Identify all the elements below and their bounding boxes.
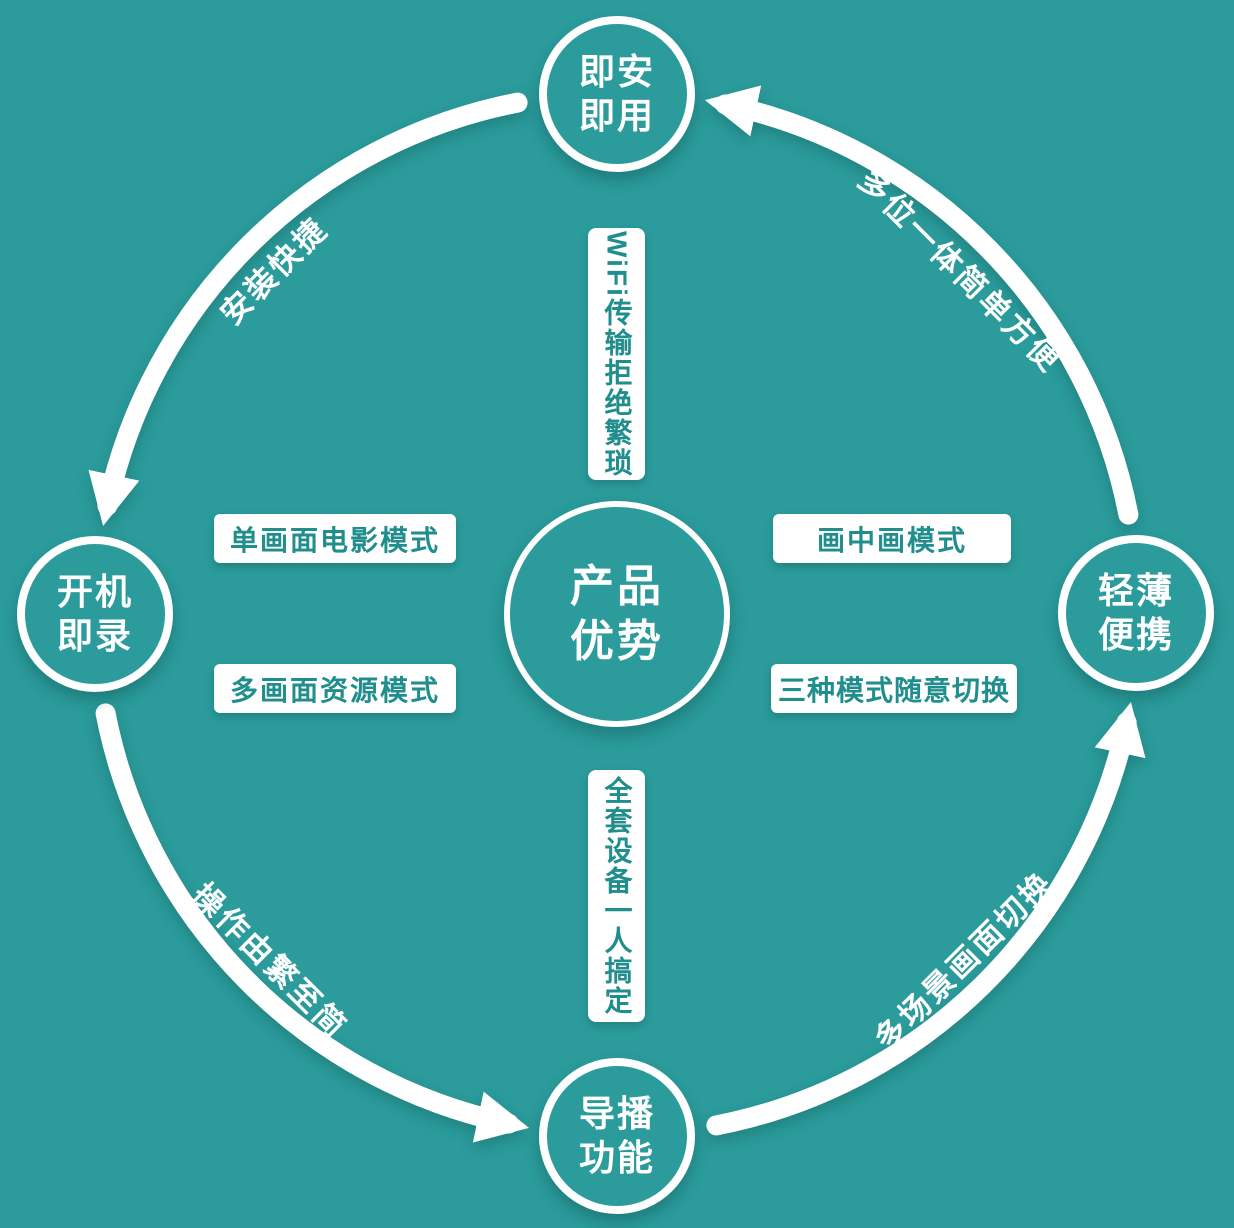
node-ready-to-use-label: 即安 即用 xyxy=(578,51,655,136)
node-directing-function-label: 导播 功能 xyxy=(578,1093,655,1178)
arc-top-to-left xyxy=(88,92,528,527)
node-record-on-boot-label: 开机 即录 xyxy=(56,571,133,656)
pill-multi-screen-resource-mode: 多画面资源模式 xyxy=(214,664,456,713)
pill-wifi-transfer: WiFi传输拒绝繁琐 xyxy=(588,228,645,480)
pill-three-mode-switch: 三种模式随意切换 xyxy=(771,664,1017,713)
arc-left-to-bottom xyxy=(95,703,530,1143)
node-thin-portable-label: 轻薄 便携 xyxy=(1097,570,1174,655)
node-directing-function: 导播 功能 xyxy=(539,1058,695,1214)
pill-single-screen-movie-mode: 单画面电影模式 xyxy=(214,514,456,563)
node-record-on-boot: 开机 即录 xyxy=(17,536,173,692)
arc-bottom-to-right xyxy=(706,701,1146,1136)
center-circle: 产品 优势 xyxy=(504,501,730,727)
center-circle-label: 产品 优势 xyxy=(570,562,664,666)
arc-right-to-top xyxy=(704,85,1139,525)
node-thin-portable: 轻薄 便携 xyxy=(1058,535,1214,691)
node-ready-to-use: 即安 即用 xyxy=(539,16,695,172)
pill-full-set-one-person: 全套设备一人搞定 xyxy=(588,770,645,1022)
pill-picture-in-picture-mode: 画中画模式 xyxy=(773,514,1011,563)
